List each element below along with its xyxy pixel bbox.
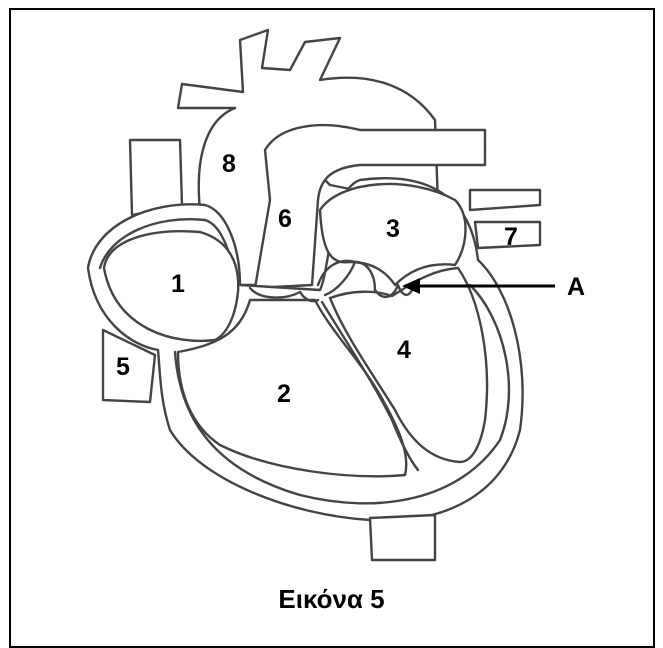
- label-a: A: [567, 273, 585, 301]
- figure-caption: Εικόνα 5: [0, 584, 663, 615]
- label-3: 3: [386, 215, 400, 243]
- descending-aorta: [370, 515, 435, 560]
- label-4: 4: [397, 336, 411, 364]
- heart-diagram: 1 2 3 4 5 6 7 8 A: [0, 0, 663, 623]
- label-7: 7: [504, 223, 518, 251]
- label-1: 1: [171, 270, 185, 298]
- label-8: 8: [222, 150, 236, 178]
- label-6: 6: [278, 205, 292, 233]
- label-2: 2: [277, 380, 291, 408]
- superior-vena-cava: [130, 140, 182, 215]
- label-5: 5: [116, 353, 130, 381]
